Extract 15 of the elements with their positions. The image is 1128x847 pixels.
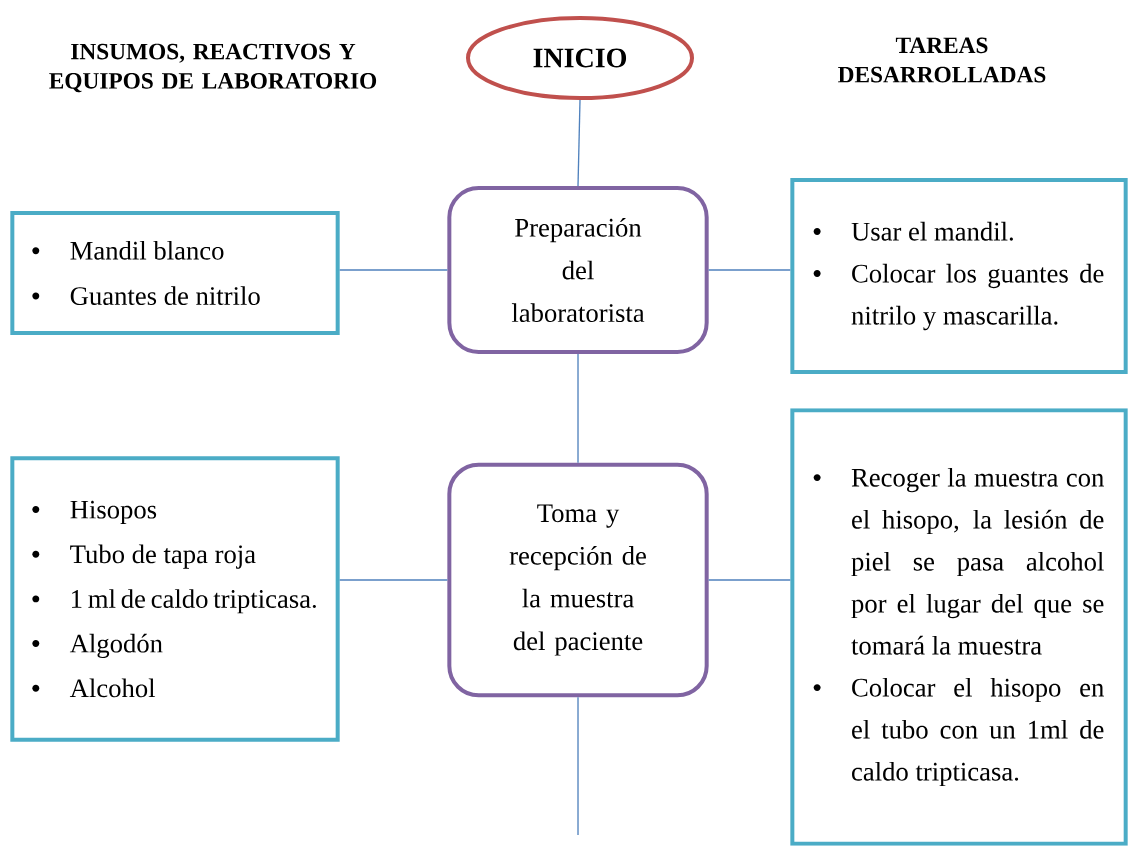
- list-box: Usar el mandil. Colocar los guantes de nitrilo y mascarilla.: [790, 178, 1128, 374]
- list-box: Mandil blanco Guantes de nitrilo: [10, 211, 340, 335]
- connector-line: [339, 269, 448, 271]
- connector-line: [577, 696, 579, 836]
- process-box: Toma y recepción de la muestra del paciente: [447, 462, 709, 698]
- column-heading: INSUMOS, REACTIVOS Y EQUIPOS DE LABORATORIO: [49, 43, 377, 93]
- connector-line: [577, 353, 579, 464]
- connector-line: [708, 579, 791, 581]
- list-box: Hisopos Tubo de tapa roja 1 ml de caldo tripticasa. Algodón Alcohol: [10, 456, 340, 742]
- connector-line: [577, 99, 581, 187]
- list-box: Recoger la muestra con el hisopo, la lesión de piel se pasa alcohol por el lugar del que se tomará la muestra Colocar el hisopo en el tubo con un 1ml de caldo tripticasa.: [790, 408, 1128, 846]
- column-heading: TAREAS DESARROLLADAS: [838, 37, 1046, 83]
- process-box: Preparación del laboratorista: [447, 186, 709, 354]
- connector-line: [339, 579, 448, 581]
- connector-line: [708, 269, 791, 271]
